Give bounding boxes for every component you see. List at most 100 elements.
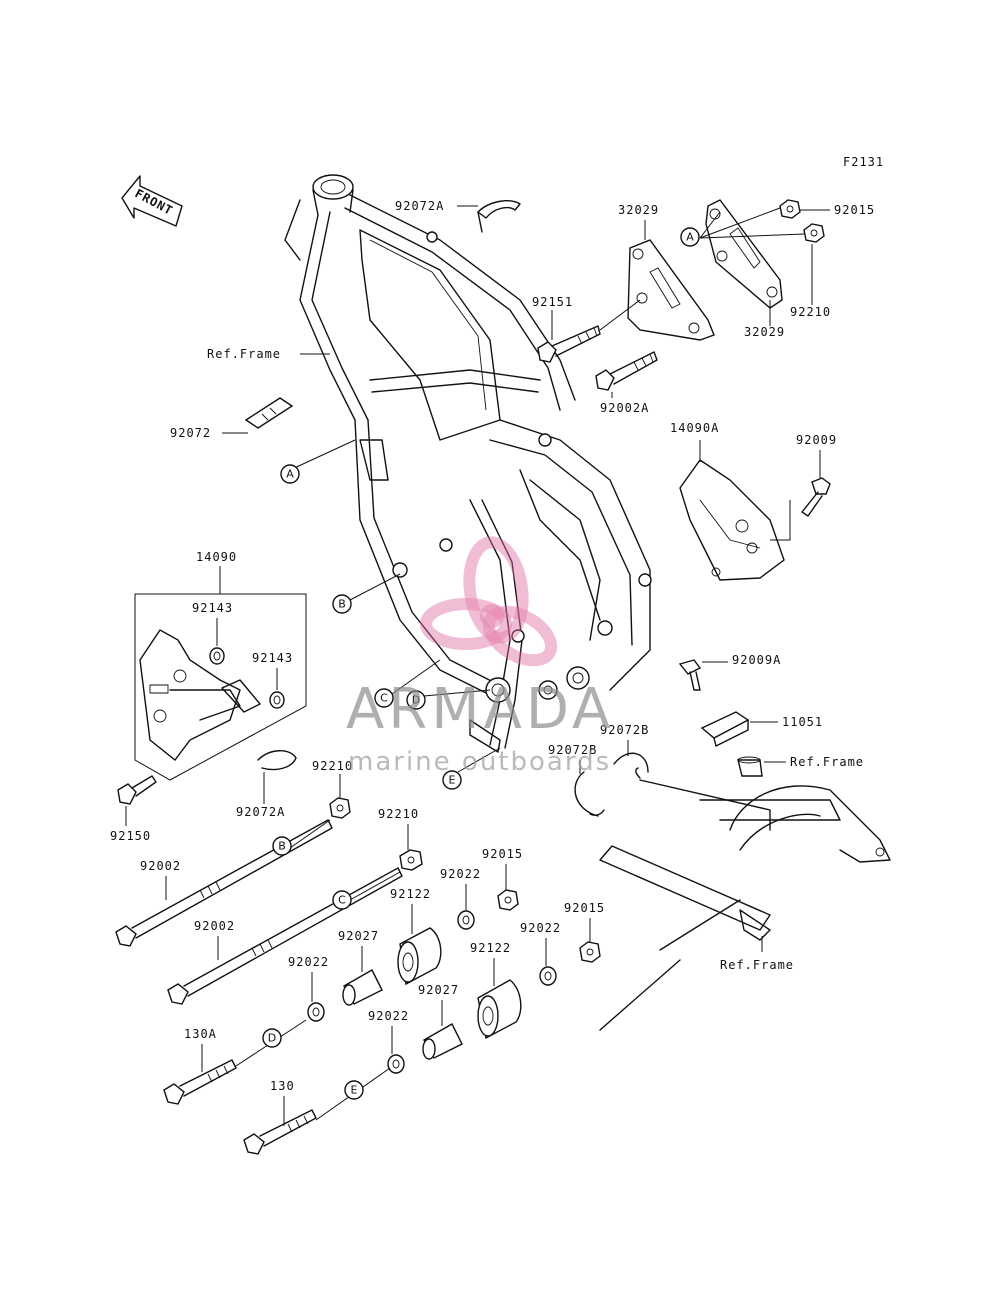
label-92072A-top: 92072A xyxy=(395,199,444,213)
label-32029-top: 32029 xyxy=(618,203,659,217)
main-frame-drawing xyxy=(284,174,652,753)
bolt-130 xyxy=(243,1109,317,1155)
label-ref-frame-3: Ref.Frame xyxy=(720,958,794,972)
bolt-92150 xyxy=(117,775,157,805)
label-92210-c: 92210 xyxy=(378,807,419,821)
bushing-92122-a xyxy=(397,927,442,986)
svg-text:C: C xyxy=(338,894,346,907)
washer-92022-d xyxy=(387,1054,405,1074)
label-130A: 130A xyxy=(184,1027,217,1041)
nut-92210-b xyxy=(329,797,351,819)
label-ref-frame-2: Ref.Frame xyxy=(790,755,864,769)
label-92150: 92150 xyxy=(110,829,151,843)
label-92022-d: 92022 xyxy=(368,1009,409,1023)
label-92027-b: 92027 xyxy=(418,983,459,997)
label-92022-a: 92022 xyxy=(440,867,481,881)
circlip-92072B-a xyxy=(574,771,605,817)
callout-C-1: C xyxy=(374,688,394,708)
watermark-tagline: marine outboards xyxy=(348,747,611,777)
label-92002-b: 92002 xyxy=(194,919,235,933)
callout-B-1: B xyxy=(332,594,352,614)
armada-logo-icon xyxy=(420,536,558,667)
bolt-92002-a xyxy=(115,819,333,947)
label-ref-frame-1: Ref.Frame xyxy=(207,347,281,361)
label-92022-b: 92022 xyxy=(288,955,329,969)
label-130: 130 xyxy=(270,1079,295,1093)
bolt-92151 xyxy=(537,325,601,363)
callout-C-2: C xyxy=(332,890,352,910)
group-14090-bracket xyxy=(134,593,307,781)
label-92015-b: 92015 xyxy=(482,847,523,861)
bushing-92122-b xyxy=(477,979,522,1040)
washer-92022-c xyxy=(539,966,557,986)
bracket-11051 xyxy=(700,711,750,747)
callout-B-2: B xyxy=(272,836,292,856)
clip-92072 xyxy=(244,397,294,429)
front-arrow-icon: FRONT xyxy=(121,175,183,227)
svg-text:C: C xyxy=(380,692,388,705)
svg-text:E: E xyxy=(449,774,456,787)
label-92015-top: 92015 xyxy=(834,203,875,217)
label-92072B-b: 92072B xyxy=(600,723,649,737)
label-92210-b: 92210 xyxy=(312,759,353,773)
label-92009: 92009 xyxy=(796,433,837,447)
nut-92015-c xyxy=(579,941,601,963)
bolt-92002A xyxy=(595,351,658,391)
svg-text:E: E xyxy=(351,1084,358,1097)
label-92122-a: 92122 xyxy=(390,887,431,901)
label-14090A: 14090A xyxy=(670,421,719,435)
label-92143-a: 92143 xyxy=(192,601,233,615)
label-14090: 14090 xyxy=(196,550,237,564)
label-92022-c: 92022 xyxy=(520,921,561,935)
label-92072B-a: 92072B xyxy=(548,743,597,757)
washer-92143-a xyxy=(209,647,225,665)
bolt-130A xyxy=(163,1059,237,1105)
label-11051: 11051 xyxy=(782,715,823,729)
label-92151: 92151 xyxy=(532,295,573,309)
label-92002A: 92002A xyxy=(600,401,649,415)
bracket-plate-32029-front xyxy=(627,239,715,341)
bolt-92009A xyxy=(678,659,702,691)
figure-code: F2131 xyxy=(843,155,884,169)
nut-92015-b xyxy=(497,889,519,911)
front-label: FRONT xyxy=(133,186,176,218)
label-92210-top: 92210 xyxy=(790,305,831,319)
label-92002-a: 92002 xyxy=(140,859,181,873)
nut-92210-c xyxy=(399,849,423,871)
callout-E-2: E xyxy=(344,1080,364,1100)
clamp-92072A-bottom xyxy=(257,750,297,771)
label-92072: 92072 xyxy=(170,426,211,440)
label-32029-bottom: 32029 xyxy=(744,325,785,339)
callout-A-2: A xyxy=(280,464,300,484)
rear-subframe-drawing xyxy=(599,779,891,1031)
clamp-92072A-top xyxy=(477,200,521,233)
watermark-brand: ARMADA xyxy=(346,677,614,742)
svg-text:D: D xyxy=(268,1032,276,1045)
label-92143-b: 92143 xyxy=(252,651,293,665)
collar-ref-frame xyxy=(737,756,763,777)
svg-text:B: B xyxy=(278,840,286,853)
label-92015-c: 92015 xyxy=(564,901,605,915)
cover-14090A xyxy=(679,459,785,581)
svg-text:D: D xyxy=(412,694,420,707)
label-92027-a: 92027 xyxy=(338,929,379,943)
nut-92015-top xyxy=(779,199,801,219)
label-92072A-bottom: 92072A xyxy=(236,805,285,819)
callout-A-1: A xyxy=(680,227,700,247)
callout-E-1: E xyxy=(442,770,462,790)
svg-text:A: A xyxy=(686,231,694,244)
svg-text:B: B xyxy=(338,598,346,611)
spacer-92027-a xyxy=(342,969,383,1006)
armada-watermark: ARMADA marine outboards xyxy=(346,536,614,777)
nut-92210-top xyxy=(803,223,825,243)
callout-D-2: D xyxy=(262,1028,282,1048)
washer-92022-a xyxy=(457,910,475,930)
bolt-92009 xyxy=(801,477,831,517)
svg-text:A: A xyxy=(286,468,294,481)
circlip-92072B-b xyxy=(613,752,649,779)
label-92009A: 92009A xyxy=(732,653,781,667)
spacer-92027-b xyxy=(422,1023,463,1060)
washer-92143-b xyxy=(269,691,285,709)
callout-D-1: D xyxy=(406,690,426,710)
